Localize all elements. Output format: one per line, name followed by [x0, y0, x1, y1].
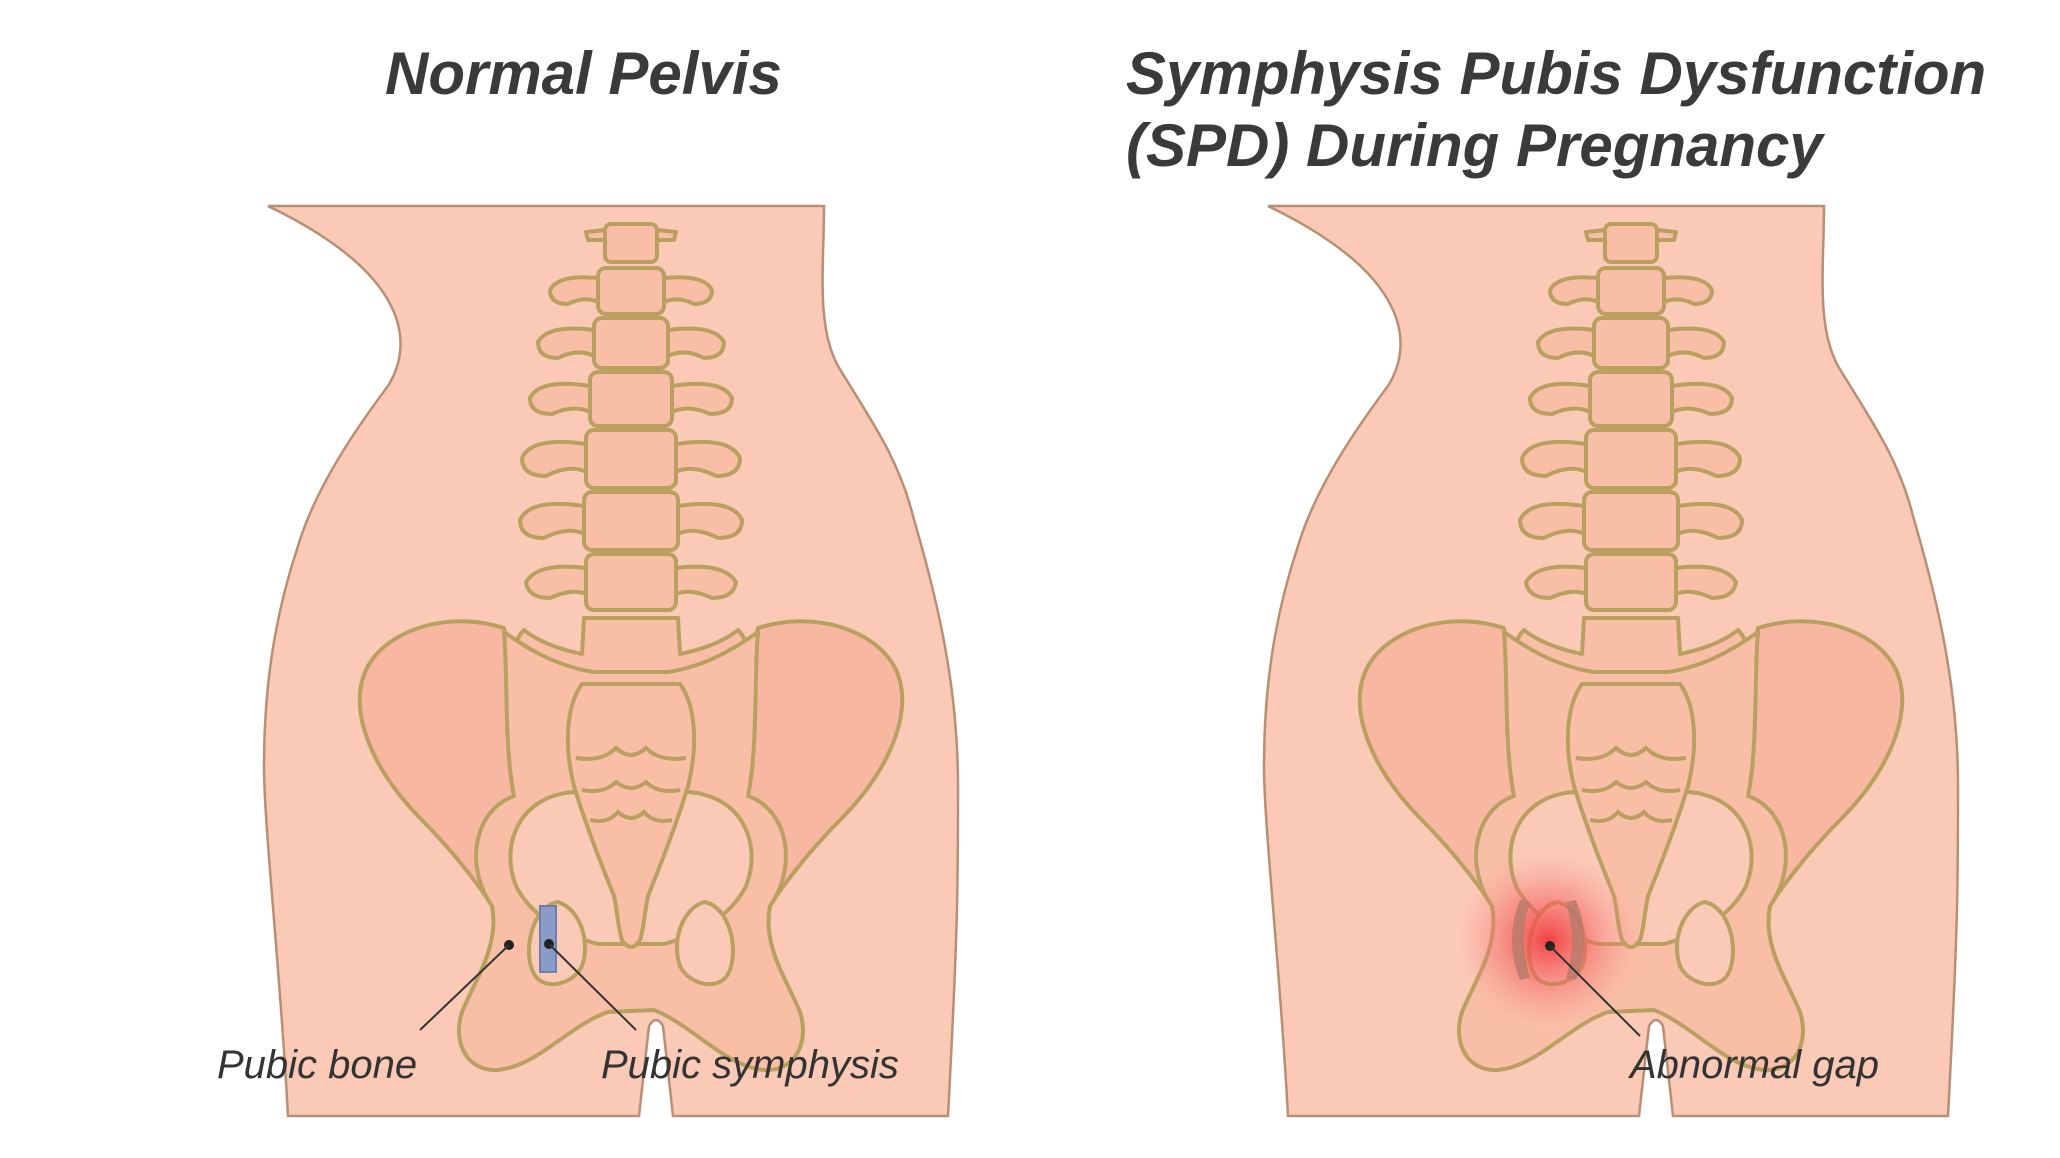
- abnormal-gap-label: Abnormal gap: [1628, 1043, 1879, 1087]
- spd-title-line1: Symphysis Pubis Dysfunction: [1126, 40, 1987, 107]
- abnormal-gap-leader: [1549, 945, 1641, 1037]
- normal-pelvis-title: Normal Pelvis: [385, 40, 782, 107]
- pubic-symphysis-leader: [548, 943, 637, 1031]
- spd-title-line2: (SPD) During Pregnancy: [1126, 112, 1823, 179]
- pubic-symphysis-disc: [539, 905, 557, 973]
- spd-title: Symphysis Pubis Dysfunction (SPD) During…: [1126, 38, 1986, 182]
- inflammation-glow: [1456, 852, 1640, 1028]
- abnormal-gap-edge-right: [1566, 900, 1584, 980]
- abnormal-gap-edge-left: [1512, 900, 1530, 980]
- pubic-bone-label: Pubic bone: [217, 1043, 417, 1087]
- pubic-bone-leader: [419, 944, 510, 1031]
- normal-pelvis-figure: [262, 204, 960, 1118]
- spd-pelvis-figure: [1262, 204, 1960, 1118]
- pubic-symphysis-label: Pubic symphysis: [601, 1043, 899, 1087]
